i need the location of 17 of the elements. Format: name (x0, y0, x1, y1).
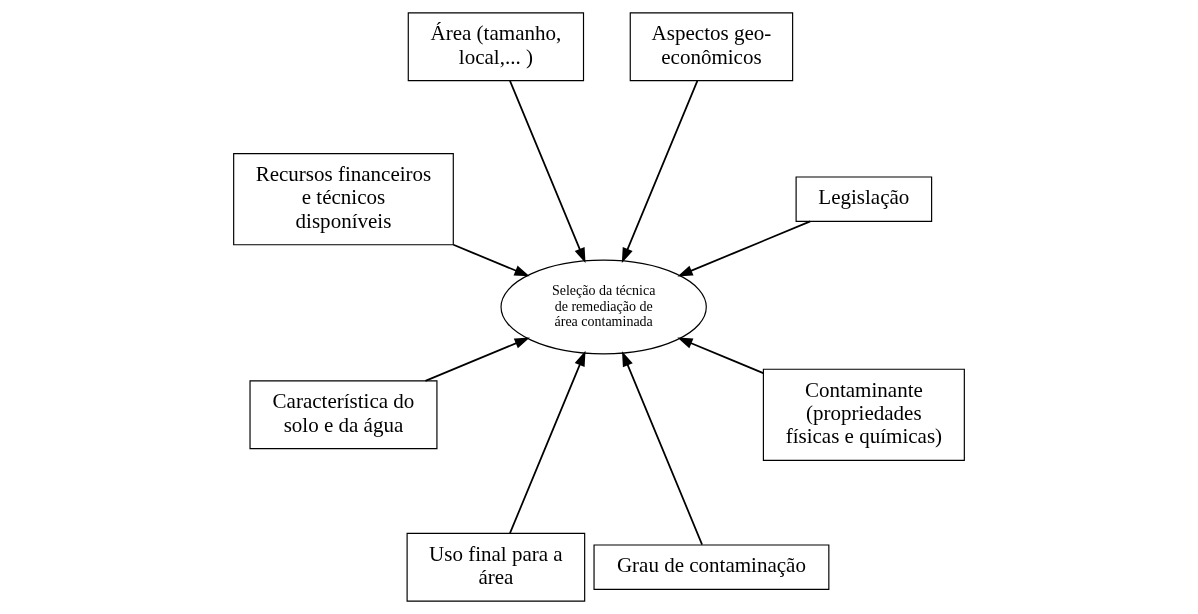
node-box: Grau de contaminação (593, 544, 830, 590)
node-box: Legislação (795, 176, 933, 222)
arrow (509, 79, 586, 264)
node-box: Área (tamanho, local,... ) (407, 12, 585, 82)
node-box: Característica do solo e da água (249, 380, 438, 450)
arrow (677, 337, 765, 374)
arrow (621, 79, 699, 264)
node-box: Uso final para a área (406, 532, 586, 602)
node-box: Recursos financeiros e técnicos disponíveis (233, 153, 454, 246)
arrow (509, 350, 586, 535)
arrow (622, 351, 703, 546)
arrow (452, 243, 530, 277)
arrow (677, 220, 812, 277)
node-box: Contaminante (propriedades físicas e químicas) (762, 368, 965, 461)
node-box: Aspectos geo- econômicos (629, 12, 794, 82)
node-ellipse: Seleção da técnica de remediação de área contaminada (500, 259, 707, 355)
arrow (424, 337, 530, 382)
